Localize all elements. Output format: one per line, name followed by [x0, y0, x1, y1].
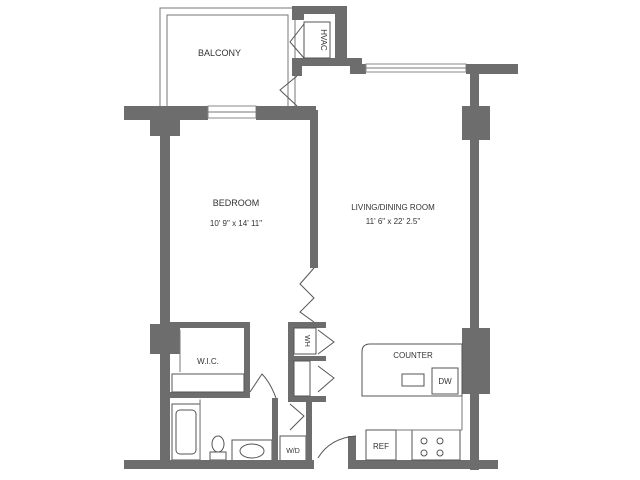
bedroom-label: BEDROOM — [213, 198, 260, 208]
living-room-label: LIVING/DINING ROOM — [351, 203, 435, 212]
bedroom-walls — [124, 105, 318, 468]
water-heater-label: WH — [303, 335, 310, 347]
exterior-wall-right — [462, 64, 490, 470]
balcony-area — [159, 7, 296, 109]
dishwasher-label: DW — [438, 377, 452, 386]
bedroom-dimensions: 10' 9" x 14' 11" — [210, 219, 262, 228]
hall-closets — [288, 322, 335, 402]
kitchen — [361, 343, 463, 461]
bathroom — [171, 398, 278, 468]
balcony-label: BALCONY — [198, 48, 241, 58]
refrigerator-label: REF — [373, 442, 389, 451]
hvac-label: HVAC — [319, 29, 328, 51]
stove-burners — [420, 437, 444, 457]
wic-label: W.I.C. — [197, 357, 219, 366]
exterior-wall-bottom — [124, 435, 498, 469]
washer-dryer-label: W/D — [286, 448, 300, 455]
toilet-icon — [209, 435, 227, 461]
balcony-door — [279, 60, 302, 107]
wic-walls — [170, 322, 277, 399]
exterior-wall-top — [350, 63, 518, 74]
washer-dryer-closet — [279, 398, 312, 468]
sink-icon — [231, 439, 273, 463]
living-room-dimensions: 11' 6" x 22' 2.5" — [366, 217, 421, 226]
counter-label: COUNTER — [393, 351, 433, 360]
